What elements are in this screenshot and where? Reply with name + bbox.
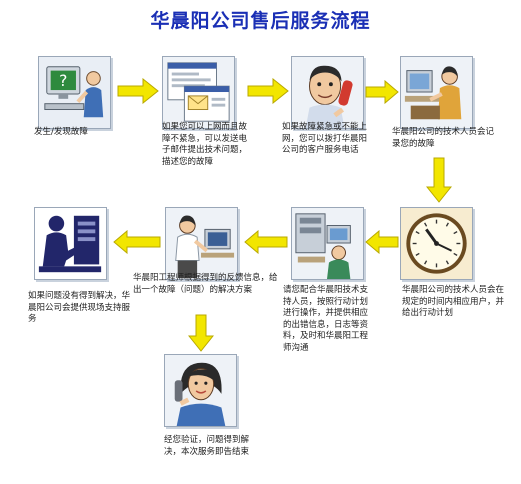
step-4-text: 华晨阳公司的技术人员会记录您的故障 (392, 127, 495, 149)
arrow-left-icon (244, 230, 288, 254)
step-9-image (164, 354, 237, 427)
svg-text:?: ? (59, 72, 67, 90)
step-4-image (400, 56, 473, 129)
phone-call-icon (292, 57, 363, 128)
step-3-text: 如果故障紧急或不能上网，您可以拨打华晨阳公司的客户服务电话 (282, 122, 368, 155)
arrow-right-icon (247, 78, 289, 104)
step-8-image (34, 207, 107, 280)
arrow-right-icon (117, 78, 159, 104)
step-7-text: 华晨阳工程师根据得到的反馈信息，给出一个故障（问题）的解决方案 (133, 273, 278, 295)
step-9-text: 经您验证，问题得到解决，本次服务即告结束 (164, 435, 250, 457)
step-3-image (291, 56, 364, 129)
technician-record-icon (401, 57, 472, 128)
arrow-right-icon (365, 80, 399, 104)
step-1-image: ? (38, 56, 111, 129)
step-1-text: 发生/发现故障 (34, 127, 88, 137)
step-8-text: 如果问题没有得到解决，华晨阳公司会提供现场支持服务 (28, 291, 131, 324)
step-6-image (291, 207, 364, 280)
step-6-text: 请您配合华晨阳技术支持人员，按照行动计划进行操作，并提供相应的出错信息，日志等资… (283, 285, 369, 353)
onsite-support-icon (35, 208, 106, 279)
phone-woman-icon (165, 355, 236, 426)
step-2-text: 如果您可以上网而且故障不紧急，可以发送电子邮件提出技术问题，描述您的故障 (162, 122, 248, 167)
step-2-image (162, 56, 235, 129)
step-5-text: 华晨阳公司的技术人员会在规定的时间内相应用户，并给出行动计划 (402, 285, 505, 318)
email-window-icon (163, 57, 234, 128)
step-7-image (165, 207, 238, 280)
arrow-left-icon (113, 230, 161, 254)
user-operate-icon (292, 208, 363, 279)
engineer-solution-icon (166, 208, 237, 279)
monitor-question-icon: ? (39, 57, 110, 128)
page-title: 华晨阳公司售后服务流程 (150, 10, 371, 32)
arrow-left-icon (365, 230, 399, 254)
arrow-down-icon (188, 314, 214, 352)
arrow-down-icon (426, 157, 452, 203)
clock-icon (401, 208, 472, 279)
step-5-image (400, 207, 473, 280)
